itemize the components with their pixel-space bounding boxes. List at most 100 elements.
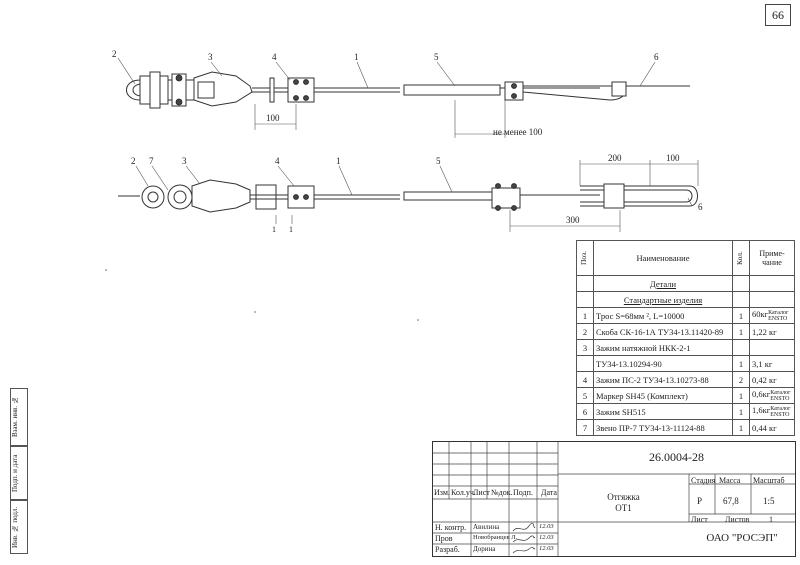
spec-header-name: Наименование: [593, 240, 733, 276]
section-mark-left: 1: [272, 225, 276, 234]
spec-note-catalog: Каталог ENSTO: [768, 309, 789, 322]
callout-3-top: 3: [208, 52, 213, 62]
spec-cell-note: 1,22 кг: [749, 323, 795, 340]
callout-1-top: 1: [354, 52, 359, 62]
section-mark-right: 1: [289, 225, 293, 234]
doc-number: 26.0004-28: [649, 450, 704, 464]
dim-100-bottom: 100: [666, 153, 680, 163]
col-izm: Изм.: [434, 488, 450, 497]
dim-min-100: не менее 100: [493, 127, 543, 137]
mass-label: Масса: [719, 476, 741, 485]
col-podp: Подп.: [513, 488, 533, 497]
callout-5-bottom: 5: [436, 156, 441, 166]
spec-cell-pos: 5: [576, 387, 594, 404]
spec-cell-qty: 2: [732, 371, 750, 388]
spec-cell-pos: 1: [576, 307, 594, 324]
spec-cell-name: Зажим ПС-2 ТУ34-13.10273-88: [593, 371, 733, 388]
spec-cell-note: 0,42 кг: [749, 371, 795, 388]
spec-cell-name: Зажим натяжной НКК-2-1: [593, 339, 733, 356]
side-stamp-inv: Инв. № подл.: [10, 500, 28, 554]
scale-label: Масштаб: [753, 476, 785, 485]
spec-note-catalog: Каталог ENSTO: [770, 405, 791, 418]
title-line2: ОТ1: [615, 503, 632, 513]
name-nkontr: Авилина: [473, 523, 500, 531]
spec-cell-pos: 2: [576, 323, 594, 340]
dim-300: 300: [566, 215, 580, 225]
spec-cell-name: Зажим SH515: [593, 403, 733, 420]
callout-3-bottom: 3: [182, 156, 187, 166]
sheets-value: 1: [769, 515, 773, 524]
date-razrab: 12.03: [539, 545, 554, 552]
col-kolych: Кол.уч.: [451, 488, 476, 497]
role-nkontr: Н. контр.: [435, 523, 467, 532]
page-number: 66: [765, 4, 791, 26]
side-stamp-vzam: Взам. инв. №: [10, 388, 28, 446]
spec-cell-note: [749, 339, 795, 356]
col-ndok: №док.: [491, 488, 513, 497]
spec-header-qty: Кол.: [732, 240, 750, 276]
callout-4-bottom: 4: [275, 156, 280, 166]
stage-label: Стадия: [691, 476, 716, 485]
spec-cell-note: 1,6кгКаталог ENSTO: [749, 403, 795, 420]
spec-cell-qty: 1: [732, 307, 750, 324]
spec-cell-name: Скоба СК-16-1А ТУ34-13.11420-89: [593, 323, 733, 340]
top-view: [117, 57, 690, 138]
date-nkontr: 12.03: [539, 523, 554, 530]
side-stamp-podp: Подп. и дата: [10, 446, 28, 500]
signatures: [512, 522, 536, 554]
spec-cell-note: 3,1 кг: [749, 355, 795, 372]
spec-cell-pos: [576, 355, 594, 372]
name-razrab: Дорина: [473, 545, 496, 553]
spec-cell-qty: 1: [732, 355, 750, 372]
title-block-grid: [433, 442, 795, 556]
dim-100-top: 100: [266, 113, 280, 123]
stage-value: Р: [697, 496, 703, 506]
spec-note-value: 1,6кг: [752, 405, 771, 416]
spec-cell-name: Маркер SH45 (Комплект): [593, 387, 733, 404]
callout-6-top: 6: [654, 52, 659, 62]
bottom-view: [118, 160, 699, 232]
scale-value: 1:5: [763, 496, 775, 506]
col-list: Лист: [473, 488, 490, 497]
spec-cell-pos: 6: [576, 403, 594, 420]
spec-cell-name: Трос S=68мм ², L=10000: [593, 307, 733, 324]
sheets-label: Листов: [725, 515, 750, 524]
callout-5-top: 5: [434, 52, 439, 62]
spec-cell-name: ТУ34-13.10294-90: [593, 355, 733, 372]
spec-cell-pos: 3: [576, 339, 594, 356]
spec-cell-note: 60кгКаталог ENSTO: [749, 307, 795, 324]
spec-cell-pos: 7: [576, 419, 594, 436]
callout-4-top: 4: [272, 52, 277, 62]
spec-cell-note: 0,6кгКаталог ENSTO: [749, 387, 795, 404]
specification-table: Поз. Наименование Кол. Приме-чание Детал…: [576, 240, 795, 436]
spec-cell-name: Звено ПР-7 ТУ34-13-11124-88: [593, 419, 733, 436]
callout-7-bottom: 7: [149, 156, 154, 166]
role-prov: Пров: [435, 534, 453, 543]
spec-cell-qty: 1: [732, 419, 750, 436]
spec-cell-qty: 1: [732, 323, 750, 340]
mass-value: 67,8: [723, 496, 739, 506]
spec-header-pos: Поз.: [576, 240, 594, 276]
callout-2-top: 2: [112, 49, 117, 59]
spec-cell-qty: [732, 339, 750, 356]
title-line1: Отгяжка: [607, 492, 640, 502]
callout-6-bottom: 6: [698, 202, 703, 212]
spec-cell-pos: 4: [576, 371, 594, 388]
dim-200: 200: [608, 153, 622, 163]
sheet-label: Лист: [691, 515, 708, 524]
spec-note-catalog: Каталог ENSTO: [770, 389, 791, 402]
spec-cell-note: 0,44 кг: [749, 419, 795, 436]
name-prov: Новобранцев Л.: [473, 534, 518, 541]
role-razrab: Разраб.: [435, 545, 460, 554]
spec-section-standard: Стандартные изделия: [593, 291, 733, 308]
spec-note-value: 60кг: [752, 309, 769, 320]
organization: ОАО "РОСЭП": [706, 532, 778, 544]
